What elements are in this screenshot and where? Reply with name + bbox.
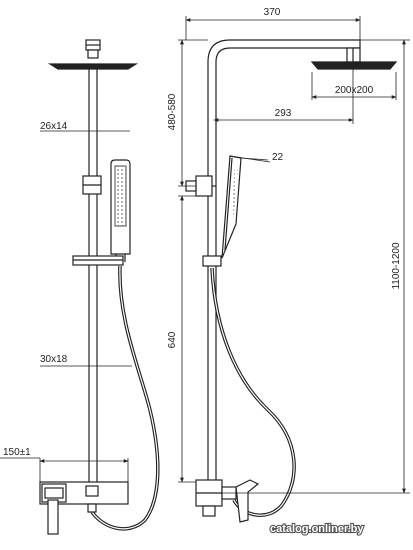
front-lower-tube (88, 194, 98, 482)
front-slider-holder (72, 255, 124, 266)
front-mixer (39, 481, 129, 535)
head-height-label: 480-580 (167, 93, 178, 130)
side-slider-holder (202, 255, 222, 267)
front-hand-shower (110, 159, 131, 262)
side-head-shower (310, 47, 398, 70)
side-riser-arm (207, 39, 361, 482)
front-tube-connector (82, 175, 102, 195)
upper-tube-section-label: 26x14 (40, 121, 68, 132)
column-height-label: 1100-1200 (391, 242, 402, 290)
side-view (185, 39, 398, 523)
mixer-to-holder-label: 640 (167, 331, 178, 348)
hand-angle-label: 22 (272, 152, 284, 163)
side-hand-shower (221, 155, 242, 259)
total-width-label: 370 (264, 7, 281, 18)
watermark: catalog.onliner.by (270, 523, 364, 535)
front-dimensions (0, 130, 132, 482)
side-hose (210, 267, 296, 517)
side-mixer (195, 479, 260, 523)
arm-reach-label: 293 (275, 108, 292, 119)
front-upper-tube (88, 69, 98, 176)
mixer-spacing-label: 150±1 (3, 447, 31, 458)
lower-tube-section-label: 30x18 (40, 354, 68, 365)
front-view (39, 39, 160, 535)
side-dimensions (178, 16, 410, 494)
front-head-shower (47, 39, 139, 70)
head-size-label: 200x200 (335, 85, 374, 96)
